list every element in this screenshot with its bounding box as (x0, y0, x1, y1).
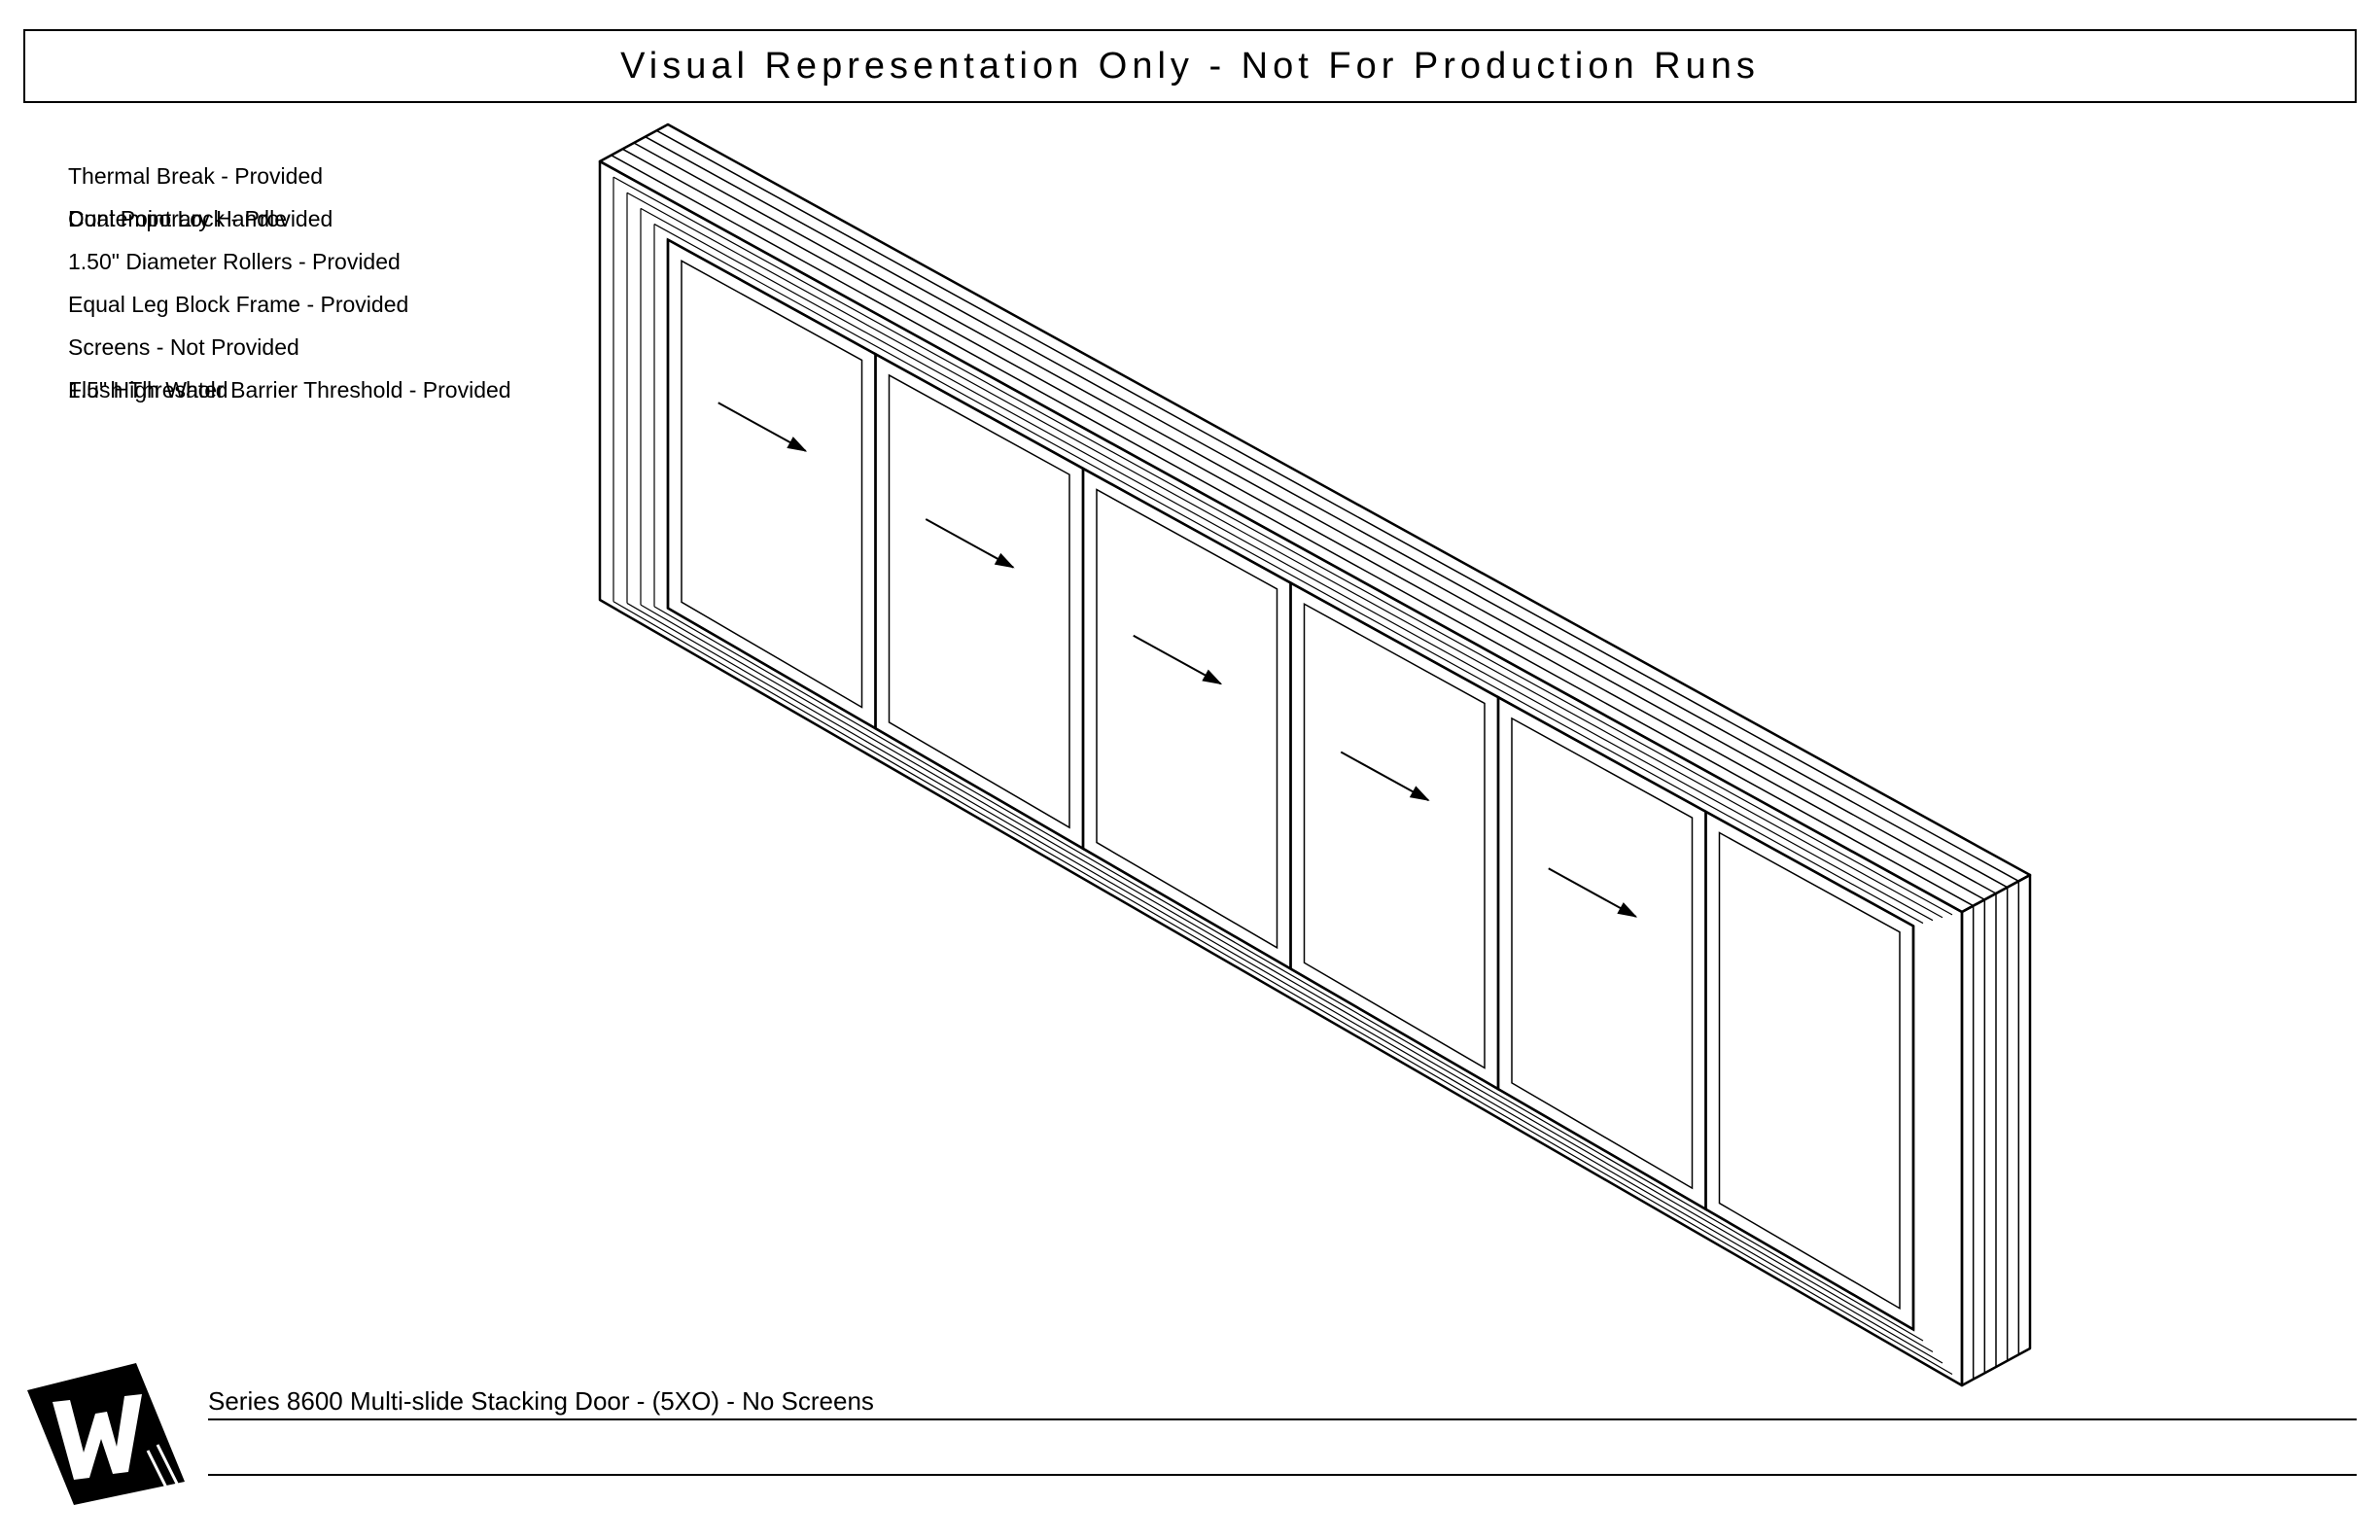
frame-head-groove (612, 176, 1953, 916)
frame-head-groove (653, 223, 1924, 925)
disclaimer-banner: Visual Representation Only - Not For Pro… (23, 29, 2357, 103)
frame-top-groove (655, 129, 2019, 882)
frame-head-groove (640, 207, 1934, 922)
door-panel (1496, 695, 1707, 1211)
operation-arrow-head (994, 552, 1015, 569)
frame-front-face (598, 159, 1964, 1387)
operation-arrow-head (787, 437, 808, 452)
panel-glass (1096, 488, 1278, 950)
frame-sill-groove (626, 602, 1943, 1364)
company-logo (27, 1363, 185, 1505)
frame-top-groove (621, 148, 1985, 900)
door-panels (666, 237, 1915, 1332)
logo-w-letter (52, 1394, 142, 1480)
feature-text-overlap: Dual Point Lock - Provided (68, 206, 333, 231)
door-panel (1289, 580, 1500, 1092)
logo-stripe (146, 1450, 171, 1494)
feature-text: Flush Threshold (68, 377, 228, 402)
feature-text: 1.50" Diameter Rollers - Provided (68, 249, 401, 274)
title-rule-top (208, 1418, 2357, 1420)
feature-text: Thermal Break - Provided (68, 163, 324, 189)
door-panel (1081, 466, 1292, 971)
door-frame (598, 122, 2032, 1387)
frame-sill-groove (653, 606, 1924, 1342)
operation-arrows (718, 402, 1638, 918)
feature-text: Equal Leg Block Frame - Provided (68, 292, 409, 317)
panel-glass (1303, 602, 1486, 1069)
title-rule-bottom (208, 1474, 2357, 1476)
operation-arrow-head (1202, 669, 1223, 685)
feature-text: Contemporary Handle (68, 206, 288, 231)
feature-text-overlap: 1.5" High Water Barrier Threshold - Prov… (68, 377, 511, 402)
feature-text: Screens - Not Provided (68, 334, 299, 360)
panel-glass (1511, 717, 1694, 1190)
frame-sill-groove (612, 601, 1953, 1376)
frame-top-groove (645, 136, 2009, 889)
panel-glass (1718, 831, 1901, 1311)
operation-arrow-head (1617, 902, 1638, 918)
panel-glass (681, 260, 863, 709)
frame-top-groove (611, 155, 1975, 907)
operation-arrow-head (1409, 786, 1430, 801)
door-panel (1704, 809, 1915, 1332)
disclaimer-text: Visual Representation Only - Not For Pro… (620, 45, 1760, 87)
title-block-caption: Series 8600 Multi-slide Stacking Door - … (208, 1386, 874, 1416)
logo-stripe (156, 1444, 181, 1488)
frame-head-groove (626, 192, 1943, 919)
panel-glass (888, 373, 1070, 829)
frame-sill-groove (640, 604, 1934, 1352)
frame-top-groove (633, 142, 1997, 894)
